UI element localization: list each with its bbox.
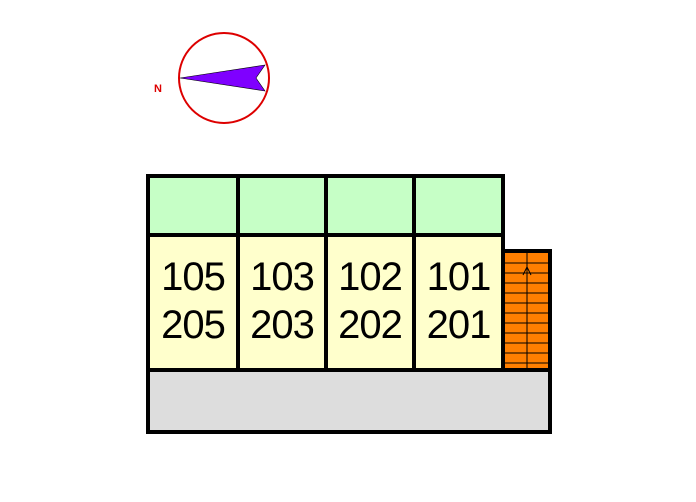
unit-103-203: 103 203 xyxy=(236,233,328,372)
compass-needle xyxy=(179,64,266,92)
stair-steps xyxy=(505,253,548,370)
unit-label: 101 201 xyxy=(416,253,501,349)
corridor xyxy=(146,368,552,434)
compass-icon: N xyxy=(154,32,270,124)
unit-number-upper: 202 xyxy=(338,303,403,347)
garden-cell-2 xyxy=(236,174,328,237)
compass-ring xyxy=(178,32,270,124)
garden-cell-1 xyxy=(146,174,240,237)
unit-105-205: 105 205 xyxy=(146,233,240,372)
compass-north-label: N xyxy=(154,83,162,95)
unit-101-201: 101 201 xyxy=(412,233,505,372)
unit-label: 105 205 xyxy=(150,253,236,349)
unit-number-upper: 201 xyxy=(426,303,492,347)
unit-102-202: 102 202 xyxy=(324,233,416,372)
unit-label: 102 202 xyxy=(328,253,412,349)
unit-number-ground: 101 xyxy=(426,255,492,299)
unit-number-ground: 105 xyxy=(161,255,226,299)
unit-number-ground: 102 xyxy=(338,255,403,299)
staircase xyxy=(501,249,552,374)
garden-cell-4 xyxy=(412,174,505,237)
unit-number-upper: 205 xyxy=(161,303,226,347)
garden-cell-3 xyxy=(324,174,416,237)
unit-number-upper: 203 xyxy=(250,303,315,347)
unit-label: 103 203 xyxy=(240,253,324,349)
unit-number-ground: 103 xyxy=(250,255,315,299)
stair-arrow-icon xyxy=(522,265,532,283)
